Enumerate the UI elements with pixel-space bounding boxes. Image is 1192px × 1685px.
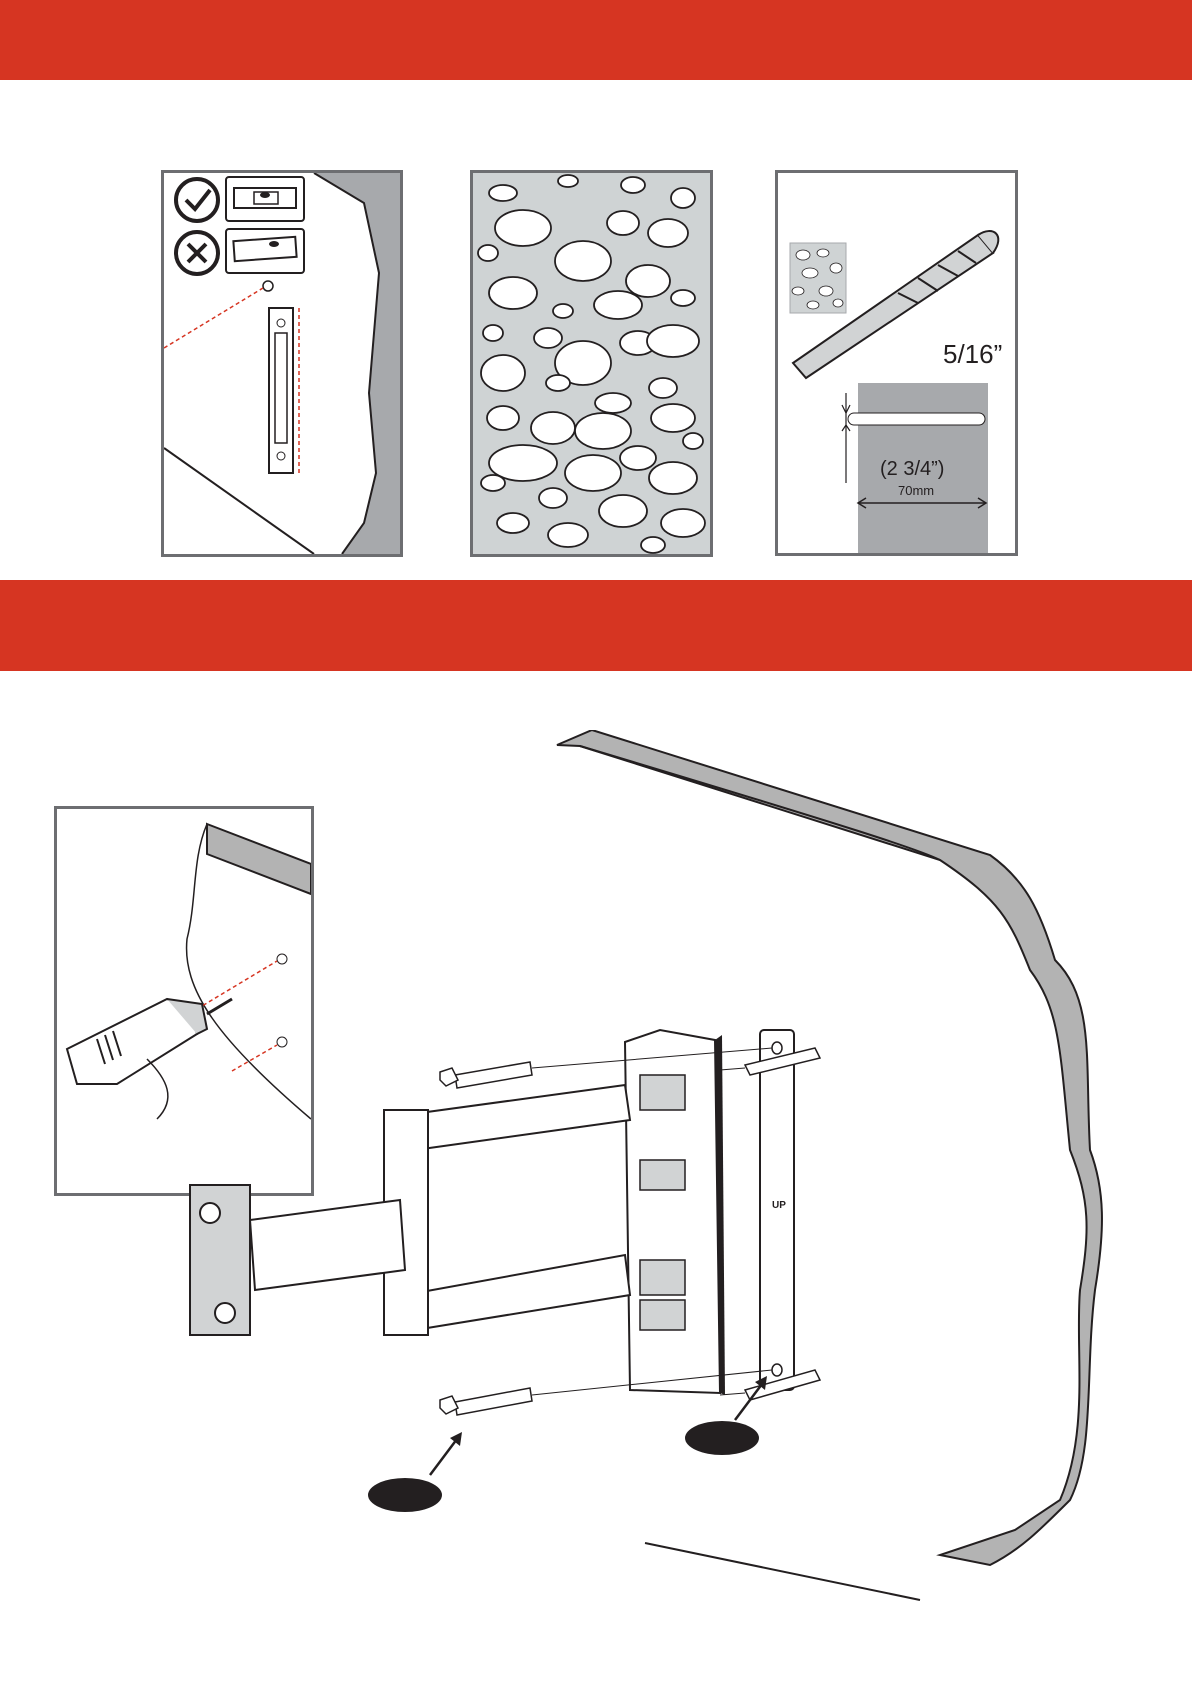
depth-mm-label: 70mm bbox=[898, 483, 934, 498]
stone-shape bbox=[558, 175, 578, 187]
main-mounting-illustration: UP bbox=[160, 730, 1120, 1630]
stone-shape bbox=[555, 241, 611, 281]
cross-circle-icon bbox=[176, 232, 218, 274]
anchor-callout-badge bbox=[685, 1421, 759, 1455]
spirit-level-icon bbox=[226, 177, 304, 273]
stone-shape bbox=[481, 475, 505, 491]
top-banner bbox=[0, 0, 1192, 80]
level-mark-panel bbox=[161, 170, 403, 557]
stone-shape bbox=[651, 404, 695, 432]
drilled-hole-shape bbox=[848, 413, 985, 425]
stone-shape bbox=[531, 412, 575, 444]
stone-shape bbox=[671, 290, 695, 306]
stone-shape bbox=[647, 325, 699, 357]
level-mark-illustration bbox=[164, 173, 400, 554]
bit-size-label: 5/16” bbox=[943, 339, 1002, 369]
stone-shape bbox=[487, 406, 519, 430]
stone-shape bbox=[481, 355, 525, 391]
stone-shape bbox=[534, 328, 562, 348]
stone-shape bbox=[641, 537, 665, 553]
wall-texture-panel bbox=[470, 170, 713, 557]
stone-shape bbox=[626, 265, 670, 297]
middle-banner bbox=[0, 580, 1192, 671]
stone-shape bbox=[607, 211, 639, 235]
stone-shape bbox=[661, 509, 705, 537]
stone-shape bbox=[671, 188, 695, 208]
stone-shape bbox=[620, 446, 656, 470]
stone-shape bbox=[483, 325, 503, 341]
main-mounting-svg: UP bbox=[160, 730, 1120, 1630]
stone-shape bbox=[599, 495, 647, 527]
stone-shape bbox=[594, 291, 642, 319]
drill-bit-illustration: 5/16” (2 3/4”) 70mm bbox=[778, 173, 1015, 553]
stone-shape bbox=[575, 413, 631, 449]
stone-shape bbox=[489, 185, 517, 201]
check-circle-icon bbox=[176, 179, 218, 221]
stone-shape bbox=[565, 455, 621, 491]
stone-shape bbox=[539, 488, 567, 508]
bolt-callout-badge bbox=[368, 1478, 442, 1512]
stone-shape bbox=[497, 513, 529, 533]
callout-pointer-icon bbox=[368, 1376, 767, 1512]
stone-shape bbox=[683, 433, 703, 449]
stone-shape bbox=[621, 177, 645, 193]
stone-shape bbox=[478, 245, 498, 261]
stone-shape bbox=[495, 210, 551, 246]
stone-shape bbox=[649, 462, 697, 494]
wall-edge-shape bbox=[314, 173, 400, 554]
stone-texture-icon bbox=[473, 173, 710, 554]
stone-shape bbox=[648, 219, 688, 247]
mounting-plate-icon bbox=[269, 308, 299, 473]
depth-inches-label: (2 3/4”) bbox=[880, 458, 944, 480]
stone-shape bbox=[546, 375, 570, 391]
wall-bracket-icon: UP bbox=[190, 1030, 794, 1395]
stone-shape bbox=[553, 304, 573, 318]
concrete-swatch-icon bbox=[790, 243, 846, 313]
drill-bit-panel: 5/16” (2 3/4”) 70mm bbox=[775, 170, 1018, 556]
stone-shape bbox=[489, 277, 537, 309]
stone-shape bbox=[595, 393, 631, 413]
up-label: UP bbox=[772, 1200, 786, 1211]
stone-shape bbox=[649, 378, 677, 398]
stone-shape bbox=[548, 523, 588, 547]
